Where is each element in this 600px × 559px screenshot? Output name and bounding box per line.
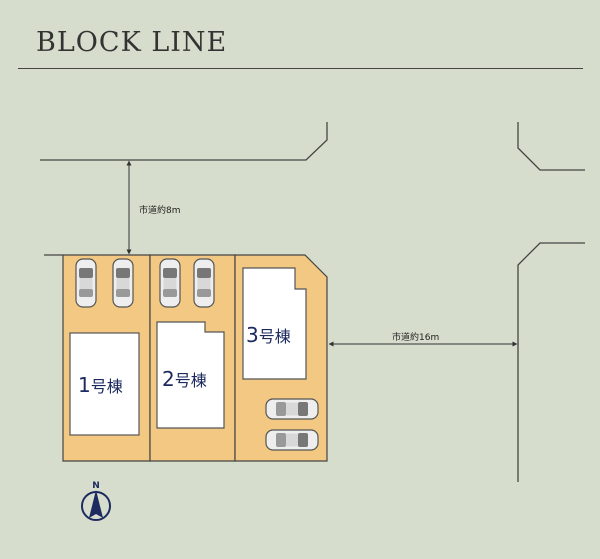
lot-1-label: 1号棟 xyxy=(78,373,123,397)
buildings xyxy=(69,267,307,436)
lot-1-number: 1 xyxy=(78,373,91,397)
compass-label: N xyxy=(92,481,100,491)
lot-3-number: 3 xyxy=(246,323,259,347)
car-lot-3b xyxy=(265,429,319,451)
north-road-line-left xyxy=(40,122,328,161)
building-3 xyxy=(242,267,307,380)
car-lot-1b xyxy=(112,258,134,308)
header: BLOCK LINE xyxy=(0,0,600,72)
page-title: BLOCK LINE xyxy=(36,27,228,58)
building-2 xyxy=(156,321,225,429)
building-1 xyxy=(69,332,140,436)
dimension-lines xyxy=(126,160,518,347)
car-lot-3a xyxy=(265,398,319,420)
north-road-line-right xyxy=(517,122,585,171)
car-lot-2a xyxy=(159,258,181,308)
car-lot-2b xyxy=(193,258,215,308)
east-road-label: 市道約16m xyxy=(392,331,439,343)
car-lot-1a xyxy=(75,258,97,308)
compass: N xyxy=(81,481,111,521)
lot-1-suffix: 号棟 xyxy=(91,377,123,396)
lot-3-label: 3号棟 xyxy=(246,323,291,347)
title-divider xyxy=(18,68,583,69)
lot-2-label: 2号棟 xyxy=(162,367,207,391)
lot-2-number: 2 xyxy=(162,367,175,391)
road-lines xyxy=(40,122,585,482)
east-road-line xyxy=(517,242,585,482)
north-arrow-icon xyxy=(89,490,103,518)
lot-3-suffix: 号棟 xyxy=(259,327,291,346)
north-road-label: 市道約8m xyxy=(139,204,181,216)
lot-2-suffix: 号棟 xyxy=(175,371,207,390)
